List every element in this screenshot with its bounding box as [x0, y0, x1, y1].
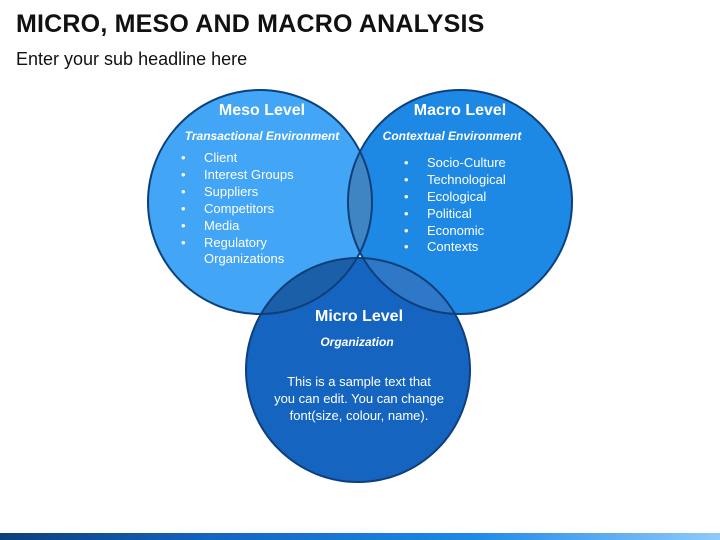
- micro-heading: Micro Level: [315, 308, 403, 325]
- macro-bullet: •: [404, 189, 409, 204]
- meso-bullet: •: [181, 167, 186, 182]
- meso-subheading: Transactional Environment: [185, 129, 340, 143]
- micro-body-line: This is a sample text that: [287, 374, 431, 389]
- micro-body-line: font(size, colour, name).: [290, 408, 429, 423]
- micro-circle: [246, 258, 470, 482]
- meso-heading: Meso Level: [219, 102, 305, 119]
- slide-title: MICRO, MESO AND MACRO ANALYSIS: [16, 10, 485, 38]
- meso-item: Competitors: [204, 201, 275, 216]
- macro-outline: [347, 89, 573, 315]
- macro-list: • Socio-Culture • Technological • Ecolog…: [404, 155, 506, 254]
- meso-item: Client: [204, 150, 238, 165]
- meso-item: Regulatory: [204, 235, 267, 250]
- macro-bullet: •: [404, 155, 409, 170]
- macro-bullet: •: [404, 172, 409, 187]
- macro-item: Socio-Culture: [427, 155, 506, 170]
- meso-item: Interest Groups: [204, 167, 294, 182]
- meso-list: • Client • Interest Groups • Suppliers •…: [181, 150, 294, 266]
- meso-bullet: •: [181, 218, 186, 233]
- macro-item: Ecological: [427, 189, 486, 204]
- meso-item: Organizations: [204, 251, 285, 266]
- macro-bullet: •: [404, 206, 409, 221]
- macro-circle: [348, 90, 572, 314]
- meso-bullet: •: [181, 184, 186, 199]
- meso-item: Suppliers: [204, 184, 259, 199]
- micro-outline: [245, 257, 471, 483]
- meso-circle: [148, 90, 372, 314]
- meso-item: Media: [204, 218, 240, 233]
- macro-item: Economic: [427, 223, 485, 238]
- macro-item: Technological: [427, 172, 506, 187]
- micro-subheading: Organization: [320, 335, 393, 349]
- meso-bullet: •: [181, 201, 186, 216]
- slide-subtitle: Enter your sub headline here: [16, 49, 248, 69]
- micro-body: This is a sample text that you can edit.…: [274, 374, 444, 423]
- macro-heading: Macro Level: [414, 102, 506, 119]
- micro-body-line: you can edit. You can change: [274, 391, 444, 406]
- macro-subheading: Contextual Environment: [383, 129, 523, 143]
- meso-bullet: •: [181, 150, 186, 165]
- meso-bullet: •: [181, 235, 186, 250]
- macro-item: Contexts: [427, 239, 479, 254]
- macro-bullet: •: [404, 223, 409, 238]
- macro-item: Political: [427, 206, 472, 221]
- macro-bullet: •: [404, 239, 409, 254]
- footer-accent-bar: [0, 533, 720, 540]
